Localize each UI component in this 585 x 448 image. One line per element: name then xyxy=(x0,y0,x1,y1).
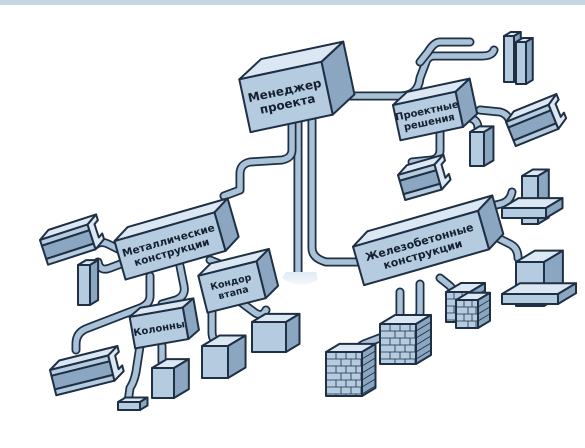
structural-elements xyxy=(39,30,577,411)
steel-plate xyxy=(117,396,149,411)
column-base-plate xyxy=(501,197,564,219)
pipe-junction-glow xyxy=(282,272,318,285)
steel-box-small xyxy=(151,358,190,399)
column-design-small xyxy=(469,125,495,167)
crate-box xyxy=(251,312,301,353)
pipe-manager-metal xyxy=(219,113,297,201)
brick-wall-left xyxy=(325,342,377,397)
pipe-concrete-block xyxy=(481,227,523,263)
pipe-design-beam-right xyxy=(475,105,515,127)
pipe-concrete-column xyxy=(465,187,517,217)
pipe-design-top xyxy=(415,37,475,67)
column-left-profile xyxy=(77,259,100,306)
device-panel xyxy=(201,334,247,379)
pipe-supplier-crate xyxy=(233,295,271,320)
pipe-columns-plate xyxy=(123,341,145,407)
node-columns: Колонны xyxy=(128,297,200,350)
top-edge-strip xyxy=(0,0,585,5)
i-beam-right xyxy=(505,93,568,148)
concrete-box-base xyxy=(501,282,577,305)
column-top-right-b xyxy=(515,36,534,85)
brick-tower-right-b xyxy=(455,291,491,329)
pipe-manager-concrete xyxy=(307,115,367,267)
pipe-metal-beam-bottom xyxy=(71,271,155,355)
i-beam-center xyxy=(397,153,452,201)
pipe-metal-columns xyxy=(157,261,189,309)
i-beam-left xyxy=(39,213,106,266)
brick-wall-center xyxy=(379,314,432,365)
i-beam-bottom-left xyxy=(48,344,125,397)
